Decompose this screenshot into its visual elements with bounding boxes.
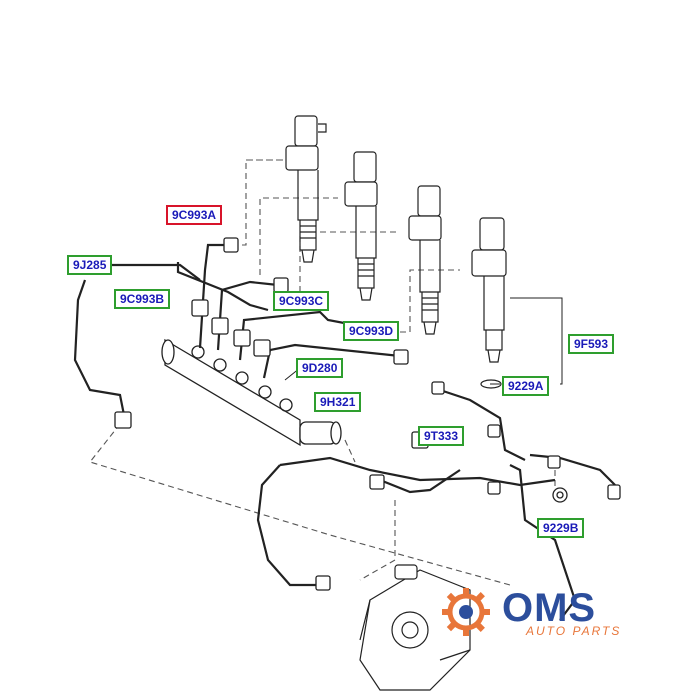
- logo-tagline: AUTO PARTS: [526, 624, 622, 638]
- injector-1: [285, 115, 327, 263]
- label-9t333[interactable]: 9T333: [418, 426, 465, 446]
- injector-3: [408, 185, 442, 335]
- label-9f593[interactable]: 9F593: [568, 334, 615, 354]
- label-9d280[interactable]: 9D280: [296, 358, 344, 378]
- injector-4: [471, 217, 507, 389]
- gear-icon: [442, 588, 490, 636]
- label-9229a[interactable]: 9229A: [502, 376, 550, 396]
- label-9c993d[interactable]: 9C993D: [343, 321, 400, 341]
- label-9229b[interactable]: 9229B: [537, 518, 585, 538]
- label-9c993b[interactable]: 9C993B: [114, 289, 171, 309]
- fuel-pump: [359, 564, 471, 691]
- logo-word: OMS: [502, 586, 597, 630]
- oms-logo: OMS AUTO PARTS: [432, 584, 662, 644]
- label-9h321[interactable]: 9H321: [314, 392, 362, 412]
- label-9j285[interactable]: 9J285: [67, 255, 113, 275]
- label-9c993c[interactable]: 9C993C: [273, 291, 330, 311]
- fuel-rail: [161, 338, 342, 447]
- fittings: [114, 237, 621, 591]
- label-9c993a[interactable]: 9C993A: [166, 205, 223, 225]
- fuel-pipes: [73, 243, 616, 621]
- injector-2: [344, 151, 378, 301]
